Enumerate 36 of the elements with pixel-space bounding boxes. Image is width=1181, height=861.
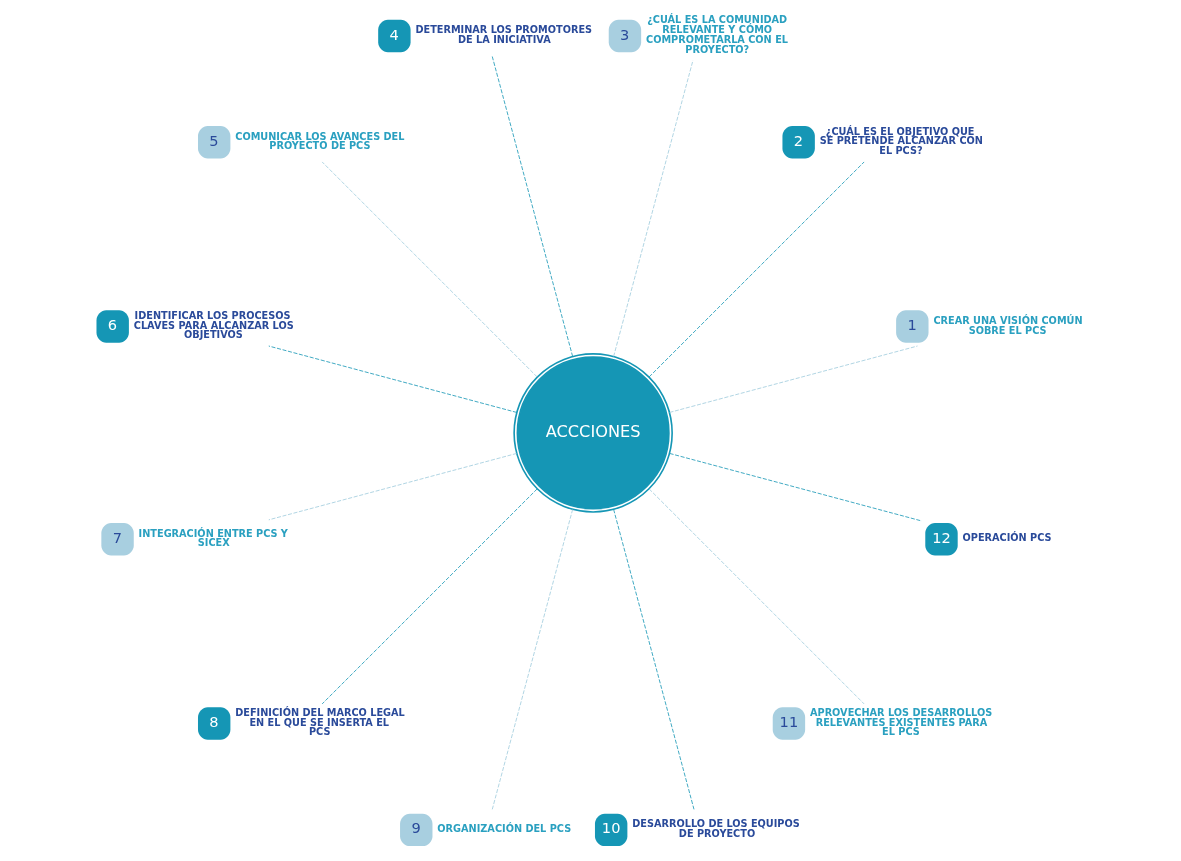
node-label: APROVECHAR LOS DESARROLLOS RELEVANTES EXISTENTES PARA EL PCS [810, 706, 993, 738]
node-label: ¿CUÁL ES LA COMUNIDAD RELEVANTE Y CÓMO COMPROMETARLA CON EL PROYECTO? [646, 14, 788, 55]
node-label: DETERMINAR LOS PROMOTORES DE LA INICIATIVA [415, 24, 593, 45]
node-label: ¿CUÁL ES EL OBJETIVO QUE SE PRETENDE ALCANZAR CON EL PCS? [819, 125, 983, 157]
node-box: 12 [925, 523, 958, 556]
connector [268, 453, 517, 521]
node-label: INTEGRACIÓN ENTRE PCS Y SICEX [138, 527, 288, 549]
connector [491, 55, 574, 357]
connector [613, 509, 695, 811]
connector [669, 345, 918, 413]
node-box: 11 [772, 707, 806, 740]
node-label: IDENTIFICAR LOS PROCESOS CLAVES PARA ALCANZAR LOS OBJETIVOS [133, 309, 294, 341]
connector [648, 488, 865, 705]
node-label: ORGANIZACIÓN DEL PCS [437, 822, 572, 834]
node-label: COMUNICAR LOS AVANCES DEL PROYECTO DE PCS [235, 130, 405, 152]
node-box: 6 [96, 310, 129, 343]
node-box: 10 [594, 813, 628, 847]
node-label: DEFINICIÓN DEL MARCO LEGAL EN EL QUE SE INSERTA EL PCS [235, 706, 405, 738]
node-label: DESARROLLO DE LOS EQUIPOS DE PROYECTO [632, 818, 800, 839]
connector [491, 509, 574, 811]
node-label: CREAR UNA VISIÓN COMÚN SOBRE EL PCS [933, 314, 1083, 336]
node-box: 7 [101, 523, 134, 556]
node-box: 1 [896, 310, 929, 343]
connector [648, 161, 865, 378]
node-box: 3 [608, 19, 642, 53]
connector [613, 59, 694, 357]
node-box: 8 [198, 707, 231, 740]
node-label: OPERACIÓN PCS [962, 532, 1052, 543]
connector [669, 453, 923, 522]
node-box: 2 [782, 126, 815, 159]
connector [268, 345, 517, 413]
connector [321, 161, 538, 378]
node-box: 9 [400, 813, 433, 847]
node-box: 4 [378, 19, 411, 53]
connector [321, 488, 538, 705]
node-box: 5 [198, 126, 231, 159]
